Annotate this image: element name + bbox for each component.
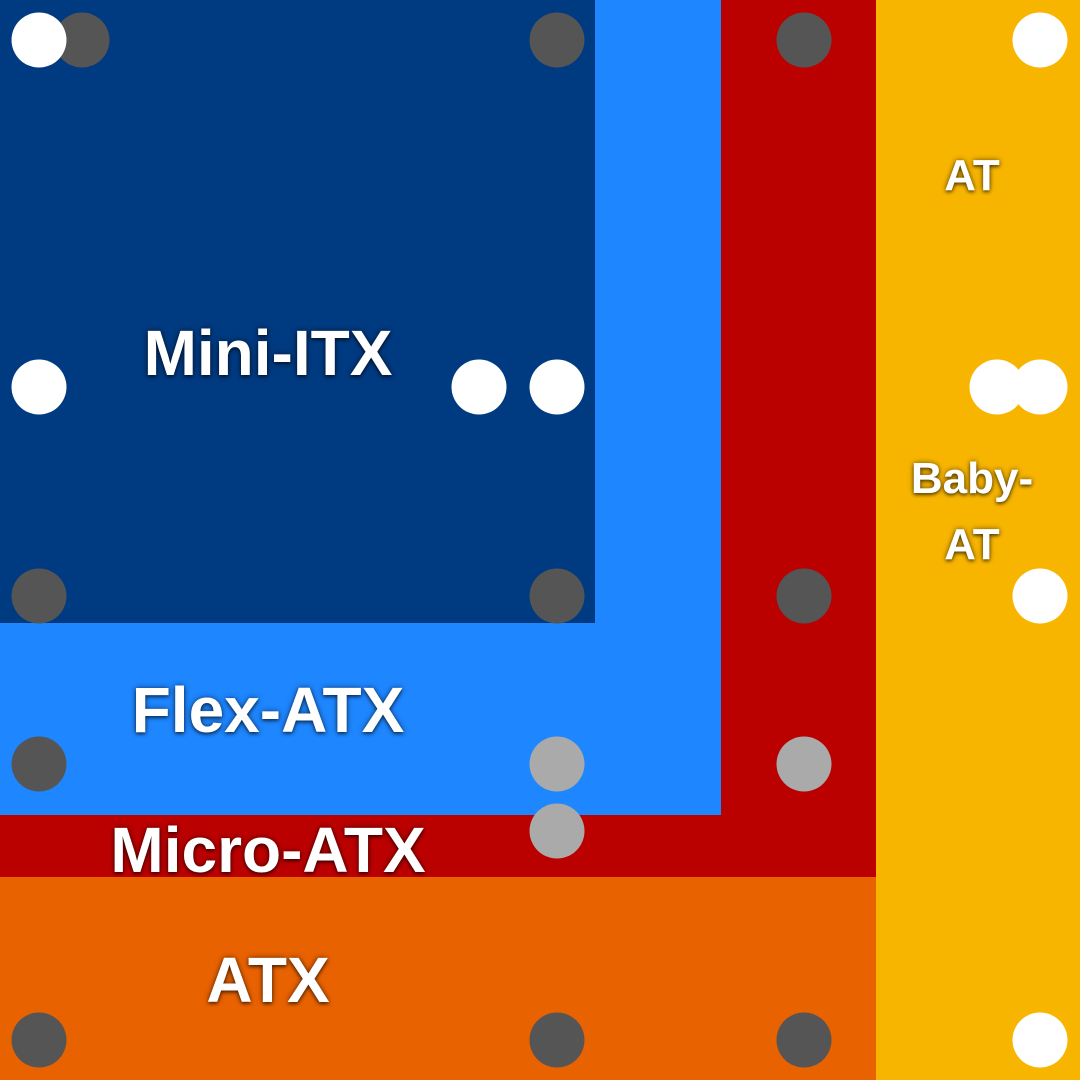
label-flex-atx: Flex-ATX — [131, 674, 405, 746]
mounting-hole — [11, 736, 67, 792]
mounting-hole — [529, 1012, 585, 1068]
mounting-hole — [11, 1012, 67, 1068]
mounting-hole — [776, 736, 832, 792]
mounting-hole — [776, 12, 832, 68]
mounting-hole — [11, 359, 67, 415]
mounting-hole — [529, 359, 585, 415]
mounting-hole — [1012, 568, 1068, 624]
label-micro-atx: Micro-ATX — [110, 814, 426, 886]
mounting-hole — [451, 359, 507, 415]
label-baby-at: Baby-AT — [910, 454, 1034, 569]
label-mini-itx: Mini-ITX — [143, 317, 393, 389]
mounting-hole — [529, 12, 585, 68]
mounting-hole — [1012, 1012, 1068, 1068]
mounting-hole — [11, 12, 67, 68]
mounting-hole — [1012, 12, 1068, 68]
mounting-hole — [776, 1012, 832, 1068]
mounting-hole — [1012, 359, 1068, 415]
mounting-hole — [776, 568, 832, 624]
mounting-hole — [529, 568, 585, 624]
label-atx: ATX — [206, 944, 330, 1016]
label-at: AT — [944, 151, 1000, 200]
mounting-hole — [529, 803, 585, 859]
mounting-hole — [11, 568, 67, 624]
board-mini-itx — [0, 0, 595, 623]
mounting-hole — [529, 736, 585, 792]
